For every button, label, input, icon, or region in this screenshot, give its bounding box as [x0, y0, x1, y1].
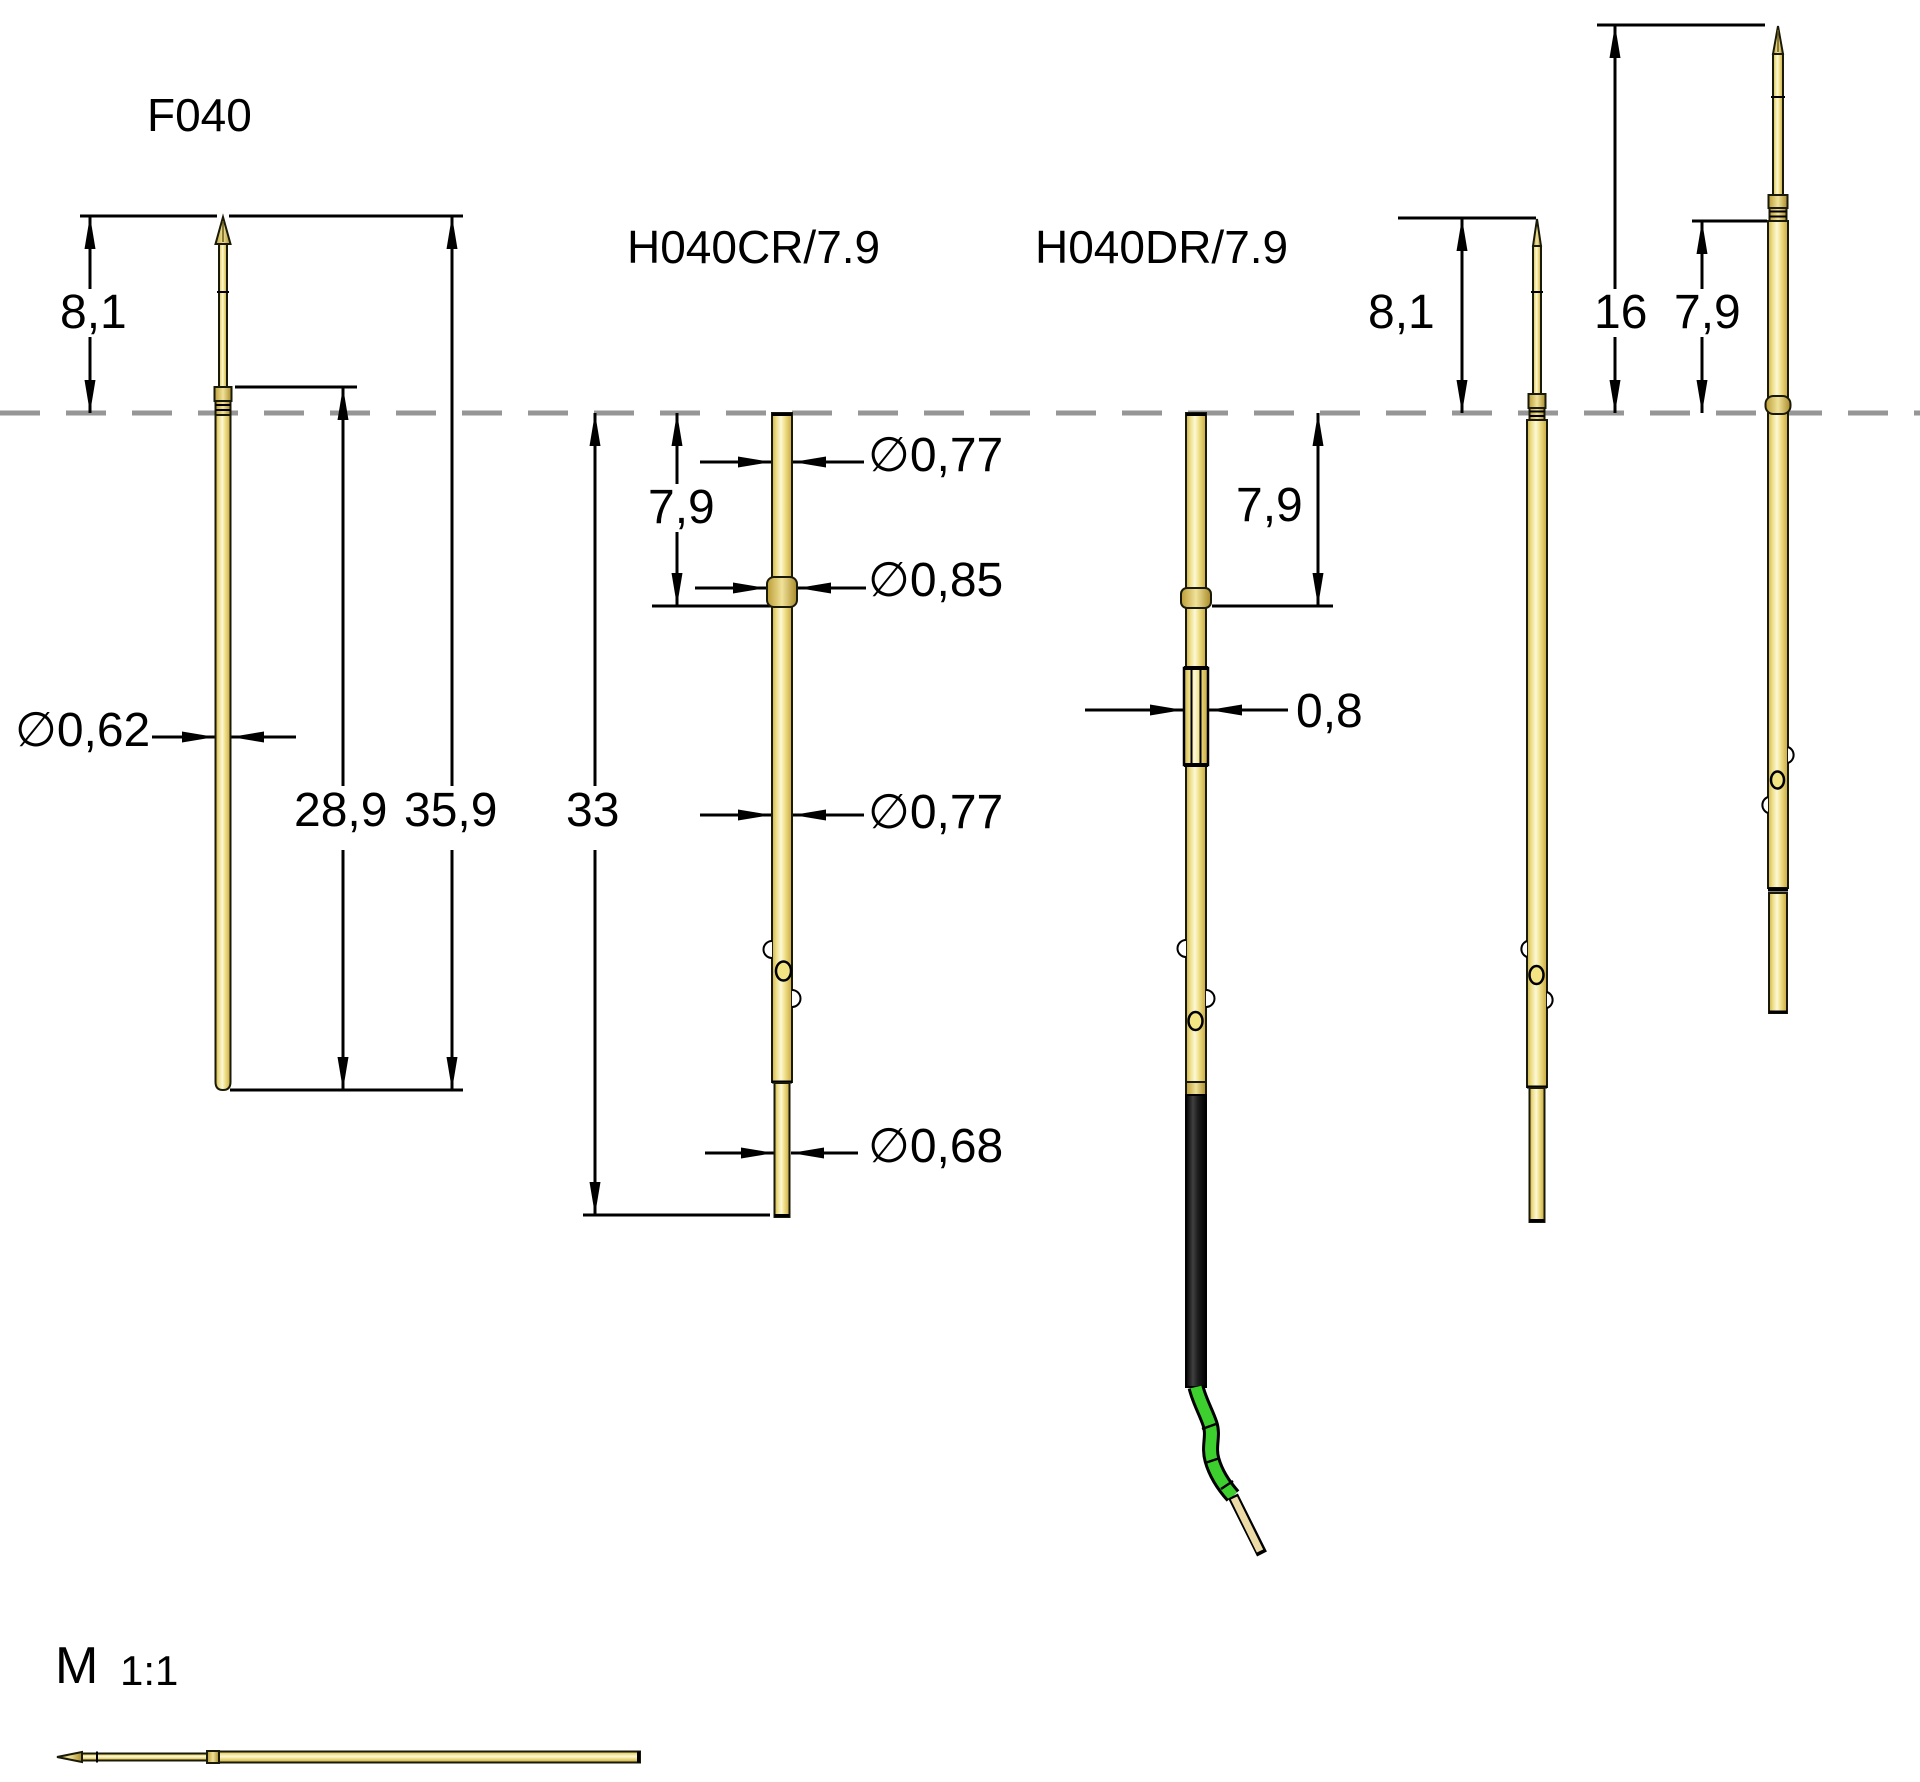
- dim-label-p4-tip-length: 8,1: [1366, 286, 1437, 339]
- probe3-title: H040DR/7.9: [1033, 221, 1291, 273]
- probe-h040cr: [762, 412, 802, 1218]
- dim-label-p1-length-inner: 28,9: [292, 784, 390, 837]
- dim-label-p3-travel: 7,9: [1234, 479, 1305, 532]
- probe-h040dr: [1176, 412, 1267, 1557]
- scale-prefix: M: [53, 1637, 101, 1695]
- probe-f040: [213, 213, 233, 1092]
- dim-label-p3-square-width: 0,8: [1294, 685, 1365, 738]
- probe2-title: H040CR/7.9: [625, 221, 883, 273]
- probe-scale-1to1: [56, 1750, 641, 1764]
- dim-label-p2-dia-ring: ∅0,85: [866, 554, 1006, 607]
- probe-5: [1761, 25, 1795, 1014]
- scale-ratio: 1:1: [118, 1647, 181, 1694]
- dim-label-p1-length-total: 35,9: [402, 784, 500, 837]
- dim-label-p2-travel: 7,9: [646, 481, 717, 534]
- dim-label-p1-tip-length: 8,1: [58, 286, 129, 339]
- dim-label-p2-length: 33: [564, 784, 622, 837]
- dim-label-p2-dia-top: ∅0,77: [866, 429, 1006, 482]
- dim-label-p2-dia-mid: ∅0,77: [866, 786, 1006, 839]
- dim-label-p5-travel: 7,9: [1672, 286, 1743, 339]
- dim-label-p2-dia-tail: ∅0,68: [866, 1120, 1006, 1173]
- probe1-title: F040: [145, 89, 254, 141]
- dimension-lines: [80, 23, 1767, 1217]
- probe-4: [1520, 218, 1554, 1223]
- dim-label-p1-diameter: ∅0,62: [13, 704, 153, 757]
- dim-label-p5-total: 16: [1592, 286, 1650, 339]
